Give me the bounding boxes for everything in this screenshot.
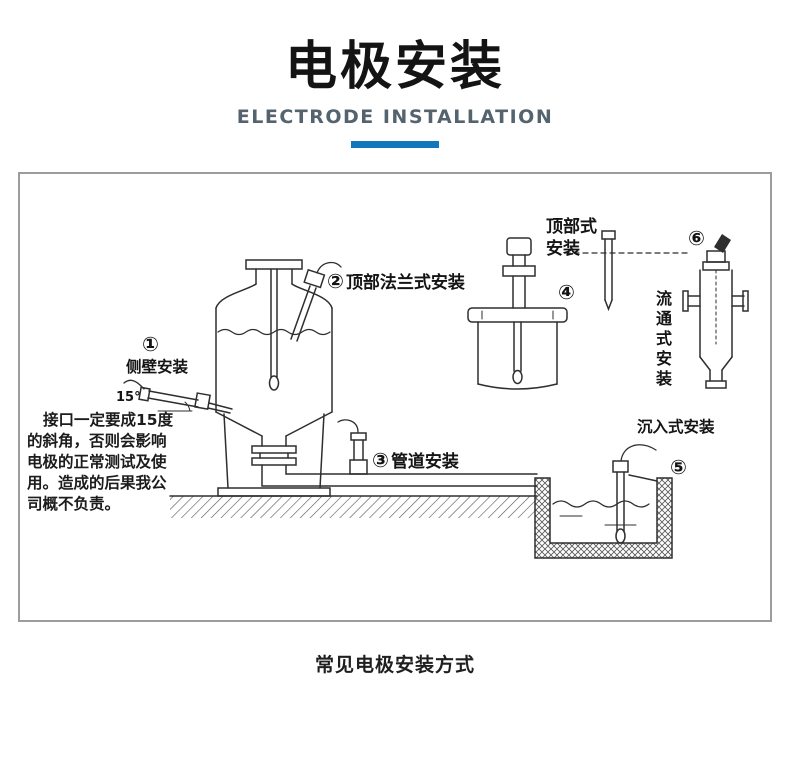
method-2-label: 顶部法兰式安装 [345, 273, 465, 293]
warning-line: 电极的正常测试及使 [27, 453, 167, 471]
sink-trough [534, 477, 673, 559]
pipeline-electrode [337, 419, 368, 475]
warning-line: 的斜角，否则会影响 [27, 432, 167, 450]
method-4-label-line2: 安装 [546, 239, 580, 259]
accent-bar [351, 141, 439, 148]
drain-pipe [261, 464, 538, 487]
warning-line: 用。造成的后果我公 [27, 474, 167, 492]
warning-note: 接口一定要成15度 的斜角，否则会影响 电极的正常测试及使 用。造成的后果我公 … [27, 410, 183, 515]
page-header: 电极安装 ELECTRODE INSTALLATION [0, 0, 790, 148]
center-electrode [268, 268, 280, 391]
method-3-number: ③ [372, 447, 389, 472]
reaction-tank [215, 259, 333, 466]
method-3-label-row: ③ 管道安装 [372, 447, 459, 473]
method-5-number: ⑤ [670, 455, 687, 479]
top-flange-electrode [290, 261, 342, 342]
submersion-electrode [612, 444, 658, 544]
installation-diagram [123, 230, 749, 559]
method-2-number: ② [327, 268, 344, 293]
method-5-label: 沉入式安装 [637, 418, 715, 436]
warning-line: 接口一定要成15度 [43, 411, 174, 429]
warning-line: 司概不负责。 [27, 495, 121, 513]
page-subtitle: ELECTRODE INSTALLATION [236, 106, 554, 128]
ground-hatch [169, 495, 538, 518]
angle-label: 15° [116, 390, 141, 405]
page-title: 电极安装 [284, 37, 505, 97]
method-4-label-line1: 顶部式 [546, 217, 597, 237]
side-wall-electrode [123, 379, 233, 414]
method-1-number: ① [142, 332, 159, 356]
top-mount-assembly [467, 237, 568, 390]
flow-cell [682, 234, 749, 389]
method-2-label-row: ② 顶部法兰式安装 [327, 268, 465, 294]
method-1-label: 侧壁安装 [126, 358, 189, 376]
tank-stand [217, 413, 331, 497]
diagram-panel: ① 侧壁安装 15° ② 顶部法兰式安装 ③ 管道安装 顶部式 安装 ④ 沉入式… [18, 172, 772, 622]
method-4-number: ④ [558, 280, 575, 304]
method-3-label: 管道安装 [390, 452, 459, 472]
method-4-label: 顶部式 安装 [546, 216, 597, 260]
method-6-number: ⑥ [688, 226, 705, 250]
spare-electrode-rod [601, 230, 616, 312]
method-6-label: 流通式安装 [653, 290, 672, 390]
diagram-caption: 常见电极安装方式 [314, 654, 475, 676]
